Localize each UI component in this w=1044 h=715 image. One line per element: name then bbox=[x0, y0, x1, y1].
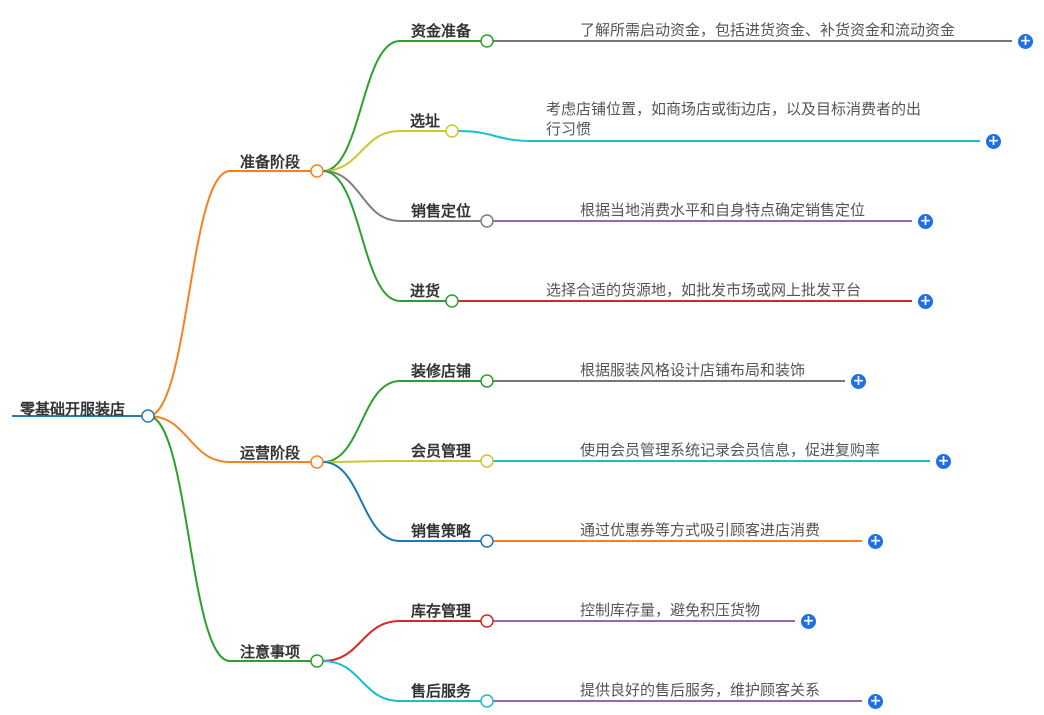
detail-text: 了解所需启动资金，包括进货资金、补货资金和流动资金 bbox=[580, 21, 956, 39]
topic-collapse-circle bbox=[480, 214, 494, 228]
edge-branch-to-topic bbox=[322, 170, 401, 222]
edge-root-to-branch bbox=[147, 415, 231, 463]
edge-branch-to-topic bbox=[322, 380, 401, 463]
edge-branch-to-topic bbox=[322, 40, 401, 172]
branch-collapse-circle bbox=[310, 654, 324, 668]
branch-collapse-circle bbox=[310, 455, 324, 469]
root-collapse-circle bbox=[141, 409, 155, 423]
expand-plus-icon[interactable]: + bbox=[868, 533, 883, 549]
topic-node[interactable]: 选址 bbox=[410, 112, 441, 130]
topic-node[interactable]: 会员管理 bbox=[411, 442, 472, 460]
topic-collapse-circle bbox=[445, 124, 459, 138]
edge-branch-to-topic bbox=[322, 130, 401, 172]
topic-node[interactable]: 销售策略 bbox=[411, 522, 472, 540]
detail-text: 提供良好的售后服务，维护顾客关系 bbox=[580, 681, 821, 699]
edge-branch-to-topic bbox=[322, 170, 401, 302]
detail-text: 根据服装风格设计店铺布局和装饰 bbox=[580, 361, 806, 379]
topic-collapse-circle bbox=[480, 374, 494, 388]
topic-collapse-circle bbox=[445, 294, 459, 308]
topic-node[interactable]: 资金准备 bbox=[411, 22, 472, 40]
topic-collapse-circle bbox=[480, 34, 494, 48]
topic-collapse-circle bbox=[480, 454, 494, 468]
expand-plus-icon[interactable]: + bbox=[936, 453, 951, 469]
topic-node[interactable]: 销售定位 bbox=[411, 202, 472, 220]
detail-text: 使用会员管理系统记录会员信息，促进复购率 bbox=[580, 441, 881, 459]
root-node[interactable]: 零基础开服装店 bbox=[20, 400, 126, 418]
edge-branch-to-topic bbox=[322, 460, 401, 463]
branch-node[interactable]: 运营阶段 bbox=[240, 444, 301, 462]
expand-plus-icon[interactable]: + bbox=[918, 213, 933, 229]
edge-branch-to-topic bbox=[322, 620, 401, 662]
topic-node[interactable]: 进货 bbox=[410, 282, 441, 300]
edge-root-to-branch bbox=[147, 415, 231, 662]
expand-plus-icon[interactable]: + bbox=[801, 613, 816, 629]
expand-plus-icon[interactable]: + bbox=[851, 373, 866, 389]
edge-root-to-branch bbox=[147, 170, 231, 417]
leaf-connector bbox=[457, 130, 533, 142]
detail-text: 考虑店铺位置，如商场店或街边店，以及目标消费者的出 bbox=[546, 100, 922, 118]
topic-collapse-circle bbox=[480, 614, 494, 628]
branch-node[interactable]: 准备阶段 bbox=[240, 153, 301, 171]
edge-branch-to-topic bbox=[322, 461, 401, 542]
expand-plus-icon[interactable]: + bbox=[986, 133, 1001, 149]
detail-text: 控制库存量，避免积压货物 bbox=[580, 601, 761, 619]
detail-text: 行习惯 bbox=[546, 120, 592, 138]
branch-node[interactable]: 注意事项 bbox=[240, 643, 301, 661]
detail-text: 选择合适的货源地，如批发市场或网上批发平台 bbox=[546, 281, 862, 299]
edge-branch-to-topic bbox=[322, 660, 401, 702]
topic-node[interactable]: 装修店铺 bbox=[411, 362, 472, 380]
expand-plus-icon[interactable]: + bbox=[868, 693, 883, 709]
expand-plus-icon[interactable]: + bbox=[1018, 33, 1033, 49]
topic-node[interactable]: 库存管理 bbox=[411, 602, 472, 620]
detail-text: 通过优惠券等方式吸引顾客进店消费 bbox=[580, 521, 821, 539]
topic-collapse-circle bbox=[480, 534, 494, 548]
branch-collapse-circle bbox=[310, 164, 324, 178]
topic-collapse-circle bbox=[480, 694, 494, 708]
detail-text: 根据当地消费水平和自身特点确定销售定位 bbox=[580, 201, 866, 219]
topic-node[interactable]: 售后服务 bbox=[411, 682, 472, 700]
expand-plus-icon[interactable]: + bbox=[918, 293, 933, 309]
